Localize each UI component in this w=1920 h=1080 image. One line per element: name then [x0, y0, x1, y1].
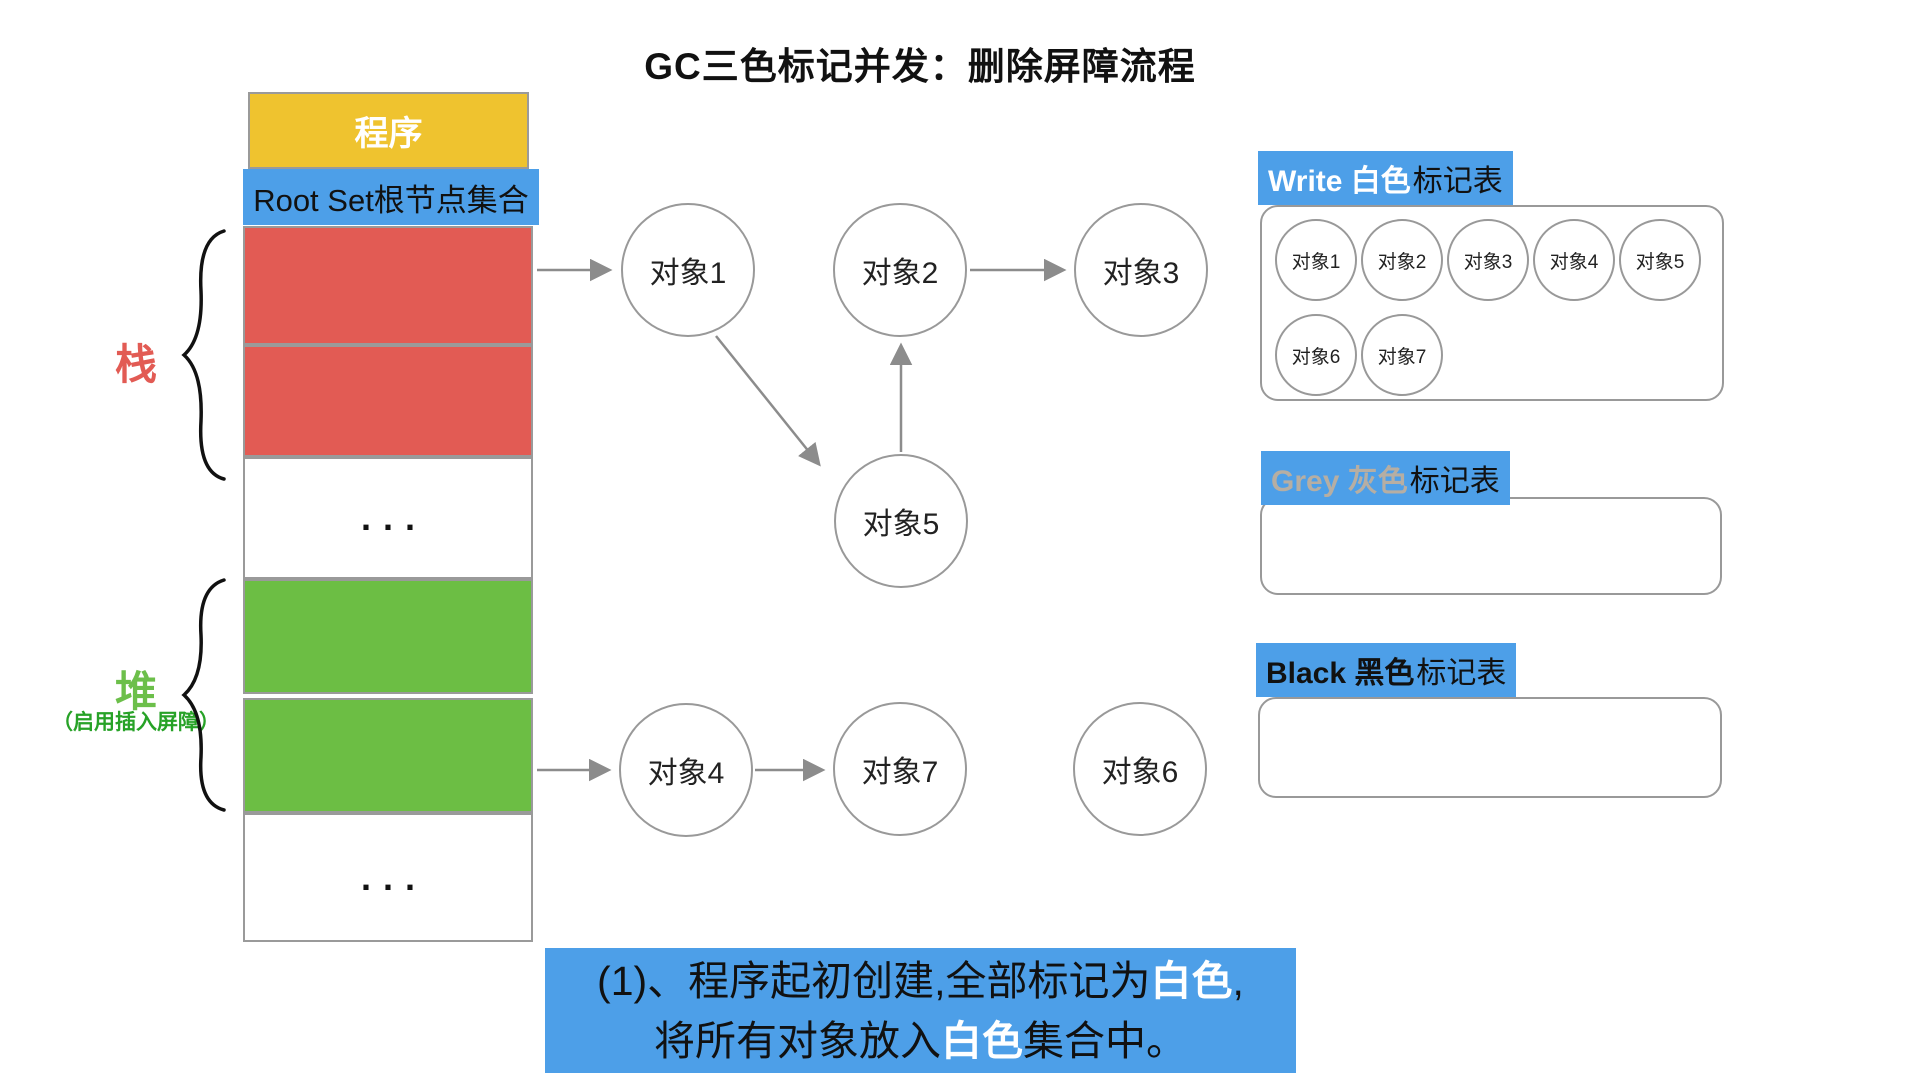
heap-cell-2	[243, 698, 533, 813]
white-table-badge: Write 白色 标记表	[1258, 151, 1513, 205]
caption-text: (1)、程序起初创建,全部标记为	[597, 957, 1151, 1004]
white-table-item: 对象5	[1619, 219, 1701, 301]
white-table-item: 对象4	[1533, 219, 1615, 301]
page-title: GC三色标记并发：删除屏障流程	[644, 46, 1196, 87]
white-item-label: 对象6	[1291, 346, 1341, 368]
grey-table-panel	[1260, 497, 1722, 595]
heap-cell-1	[243, 579, 533, 694]
black-table-badge-rest: 标记表	[1416, 657, 1507, 690]
ellipsis-dots: ...	[360, 856, 427, 898]
step-caption: (1)、程序起初创建,全部标记为白色, 将所有对象放入白色集合中。	[545, 948, 1296, 1073]
node-obj5: 对象5	[834, 454, 968, 588]
node-label: 对象7	[861, 756, 939, 789]
node-obj1: 对象1	[621, 203, 755, 337]
ellipsis-cell-1: ...	[243, 457, 533, 579]
ellipsis-cell-2: ...	[243, 813, 533, 942]
caption-line-1: (1)、程序起初创建,全部标记为白色,	[597, 951, 1244, 1011]
stack-label: 栈	[114, 341, 157, 388]
program-box: 程序	[248, 92, 529, 169]
arrow-obj1-to-obj5	[715, 335, 821, 467]
caption-text: ,	[1232, 957, 1244, 1004]
program-label: 程序	[354, 115, 423, 153]
caption-line-2: 将所有对象放入白色集合中。	[654, 1011, 1187, 1071]
grey-table-badge-rest: 标记表	[1409, 465, 1500, 498]
heap-label: 堆	[114, 668, 157, 715]
black-table-panel	[1258, 697, 1722, 798]
black-table-badge-highlight: Black 黑色	[1266, 657, 1415, 690]
heap-note: （启用插入屏障）	[52, 711, 220, 734]
white-table-item: 对象7	[1361, 314, 1443, 396]
white-table-item: 对象1	[1275, 219, 1357, 301]
white-table-item: 对象2	[1361, 219, 1443, 301]
black-table-badge: Black 黑色 标记表	[1256, 643, 1517, 697]
root-set-label: Root Set根节点集合	[253, 182, 529, 218]
white-table-item: 对象3	[1447, 219, 1529, 301]
white-table-item: 对象6	[1275, 314, 1357, 396]
stack-cell-1	[243, 226, 533, 345]
white-item-label: 对象2	[1377, 251, 1427, 273]
caption-text: 将所有对象放入	[654, 1017, 941, 1064]
caption-text: 集合中。	[1023, 1017, 1187, 1064]
node-obj4: 对象4	[619, 703, 753, 837]
caption-highlight: 白色	[941, 1017, 1023, 1064]
node-obj6: 对象6	[1073, 702, 1207, 836]
white-item-label: 对象4	[1549, 251, 1599, 273]
white-item-label: 对象7	[1377, 346, 1427, 368]
white-table-badge-rest: 标记表	[1412, 165, 1503, 198]
stack-cell-2	[243, 345, 533, 457]
white-table-badge-highlight: Write 白色	[1268, 165, 1411, 198]
node-label: 对象4	[647, 757, 725, 790]
white-item-label: 对象3	[1463, 251, 1513, 273]
heap-brace	[181, 578, 226, 812]
node-label: 对象2	[861, 257, 939, 290]
node-label: 对象5	[862, 508, 940, 541]
white-item-label: 对象1	[1291, 251, 1341, 273]
white-item-label: 对象5	[1635, 251, 1685, 273]
grey-table-badge-highlight: Grey 灰色	[1271, 465, 1408, 498]
node-obj2: 对象2	[833, 203, 967, 337]
ellipsis-dots: ...	[360, 497, 427, 538]
caption-highlight: 白色	[1150, 957, 1233, 1004]
node-obj3: 对象3	[1074, 203, 1208, 337]
grey-table-badge: Grey 灰色 标记表	[1261, 451, 1510, 505]
node-obj7: 对象7	[833, 702, 967, 836]
node-label: 对象1	[649, 257, 727, 290]
white-table-panel: 对象1 对象2 对象3 对象4 对象5 对象6 对象7	[1260, 205, 1724, 401]
stack-brace	[181, 229, 226, 481]
node-label: 对象3	[1102, 257, 1180, 290]
node-label: 对象6	[1101, 756, 1179, 789]
root-set-band: Root Set根节点集合	[243, 169, 539, 225]
